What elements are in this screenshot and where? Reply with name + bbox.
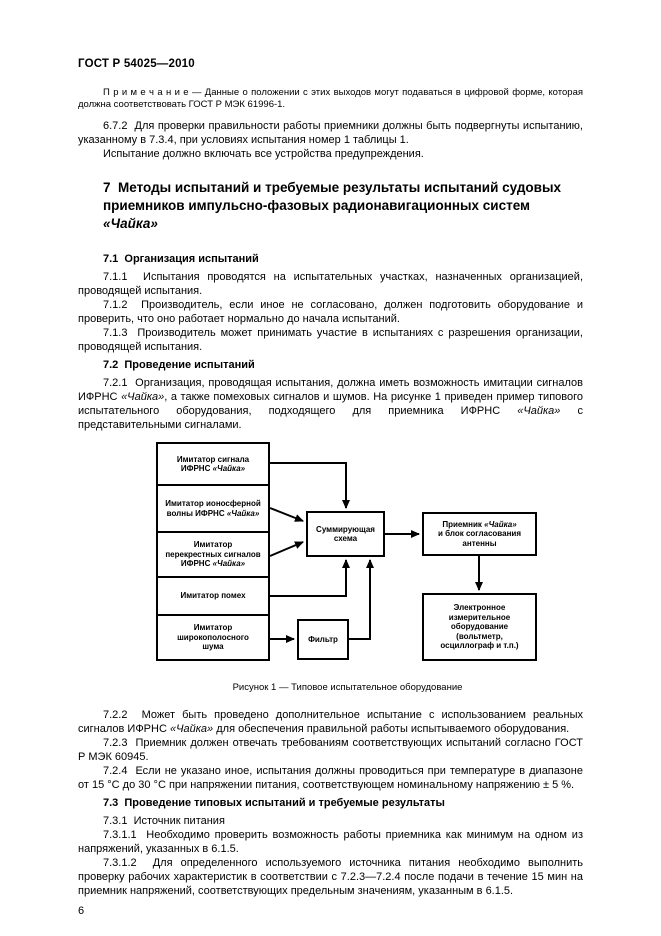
paragraph-7-3-1-1: 7.3.1.1 Необходимо проверить возможность… [78, 829, 583, 855]
diagram-arrows [269, 462, 483, 643]
paragraph-7-2-1: 7.2.1 Организация, проводящая испытания,… [78, 377, 583, 431]
figure-1: Имитатор сигнала ИФРНС «Чайка» Имитатор … [78, 442, 583, 693]
section-7-2-heading: 7.2 Проведение испытаний [103, 359, 255, 371]
paragraph-7-2-2: 7.2.2 Может быть проведено дополнительно… [78, 709, 583, 735]
box-interference-simulator-label: Имитатор помех [180, 591, 246, 601]
paragraph-7-1-3: 7.1.3 Производитель может принимать учас… [78, 327, 583, 353]
box-chayka-receiver-label: Приемник «Чайка» и блок согласования ант… [438, 519, 521, 548]
box-wideband-noise-simulator: Имитатор широкополосного шума [158, 616, 268, 659]
section-7-heading: 7 Методы испытаний и требуемые результат… [103, 180, 561, 231]
paragraph-7-3-1-2: 7.3.1.2 Для определенного используемого … [78, 857, 583, 897]
box-cross-signal-simulator: Имитатор перекрестных сигналов ИФРНС «Ча… [158, 533, 268, 578]
box-measuring-equipment-label: Электронное измерительное оборудование (… [440, 603, 519, 651]
box-filter-label: Фильтр [308, 634, 338, 644]
paragraph-7-1-2: 7.1.2 Производитель, если иное не соглас… [78, 299, 583, 325]
note-data-outputs: П р и м е ч а н и е — Данные о положении… [78, 87, 583, 110]
box-filter: Фильтр [297, 619, 349, 660]
section-7-3-heading: 7.3 Проведение типовых испытаний и требу… [103, 797, 445, 809]
simulator-column: Имитатор сигнала ИФРНС «Чайка» Имитатор … [156, 442, 270, 661]
paragraph-7-2-4: 7.2.4 Если не указано иное, испытания до… [78, 765, 583, 791]
box-wideband-noise-simulator-label: Имитатор широкополосного шума [177, 623, 249, 652]
document-body-top: П р и м е ч а н и е — Данные о положении… [78, 87, 583, 432]
test-equipment-diagram: Имитатор сигнала ИФРНС «Чайка» Имитатор … [78, 442, 583, 661]
box-cross-signal-simulator-label: Имитатор перекрестных сигналов ИФРНС «Ча… [165, 540, 261, 569]
figure-caption: Рисунок 1 — Типовое испытательное оборуд… [232, 682, 463, 693]
paragraph-6-7-2-continued: Испытание должно включать все устройства… [103, 148, 424, 160]
box-summing-circuit-label: Суммирующая схема [316, 524, 375, 544]
paragraph-6-7-2: 6.7.2 Для проверки правильности работы п… [78, 120, 583, 146]
section-7-1-heading: 7.1 Организация испытаний [103, 253, 259, 265]
document-body-bottom: 7.2.2 Может быть проведено дополнительно… [78, 708, 583, 898]
box-interference-simulator: Имитатор помех [158, 578, 268, 616]
document-header: ГОСТ Р 54025—2010 [78, 58, 195, 70]
paragraph-7-2-3: 7.2.3 Приемник должен отвечать требовани… [78, 737, 583, 763]
box-chayka-signal-simulator: Имитатор сигнала ИФРНС «Чайка» [158, 444, 268, 486]
page-number: 6 [78, 905, 85, 917]
paragraph-7-3-1: 7.3.1 Источник питания [103, 815, 225, 827]
box-measuring-equipment: Электронное измерительное оборудование (… [422, 593, 537, 661]
box-summing-circuit: Суммирующая схема [306, 511, 385, 557]
box-chayka-receiver: Приемник «Чайка» и блок согласования ант… [422, 512, 537, 556]
box-chayka-signal-simulator-label: Имитатор сигнала ИФРНС «Чайка» [176, 454, 250, 474]
box-ionospheric-wave-simulator-label: Имитатор ионосферной волны ИФРНС «Чайка» [165, 499, 261, 518]
box-ionospheric-wave-simulator: Имитатор ионосферной волны ИФРНС «Чайка» [158, 486, 268, 533]
paragraph-7-1-1: 7.1.1 Испытания проводятся на испытатель… [78, 271, 583, 297]
